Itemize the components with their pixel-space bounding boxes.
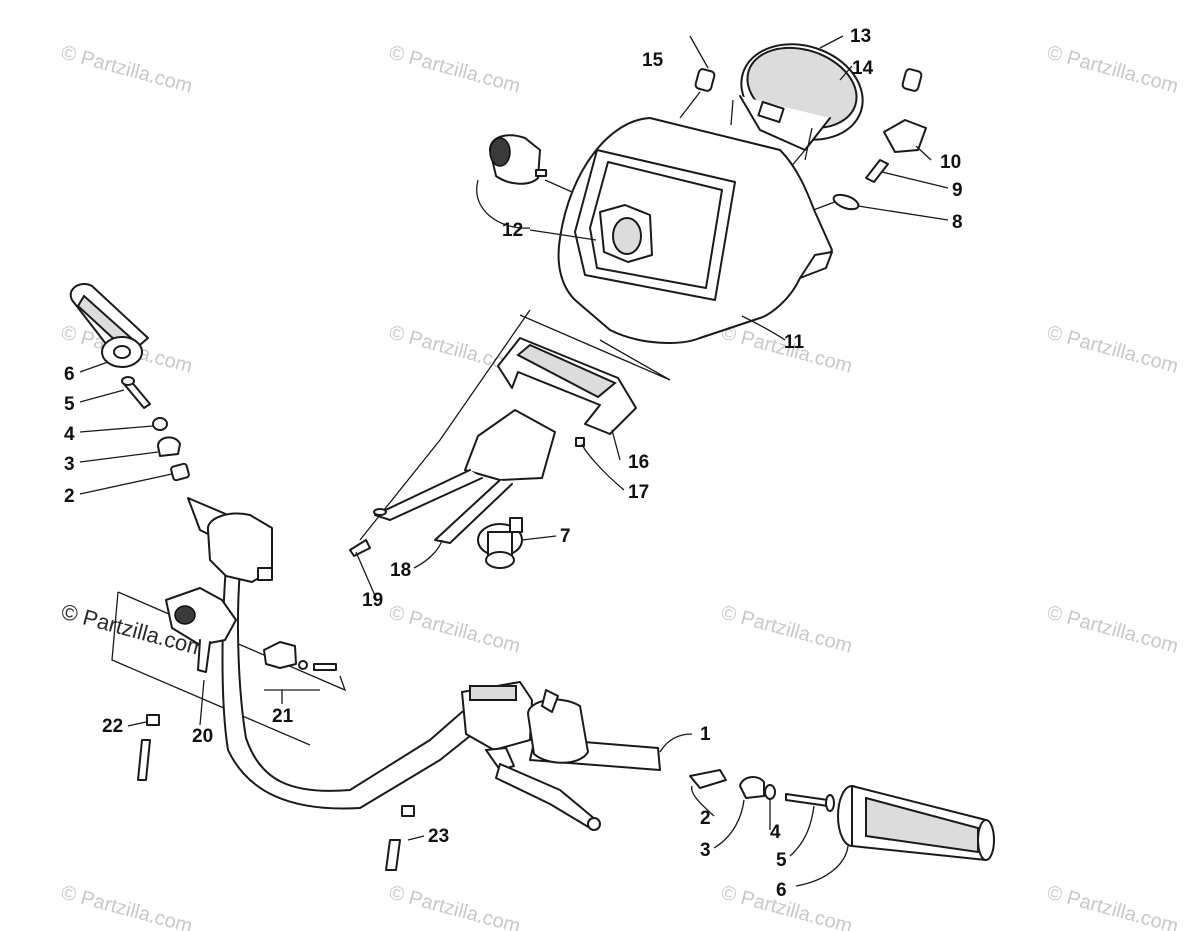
callout-16: 16	[628, 452, 649, 473]
callout-9: 9	[952, 180, 963, 201]
callout-17: 17	[628, 482, 649, 503]
watermark: © Partzilla.com	[387, 602, 523, 658]
callout-22: 22	[102, 716, 123, 737]
instrument-pod	[557, 117, 833, 344]
indicator-light-left	[694, 68, 716, 92]
right-bolt	[785, 793, 835, 812]
callout-6-left: 6	[64, 364, 75, 385]
callout-10: 10	[940, 152, 961, 173]
callout-5-right: 5	[776, 850, 787, 871]
callout-4-left: 4	[64, 424, 75, 445]
assembly-lines	[111, 91, 841, 746]
watermark: © Partzilla.com	[387, 42, 523, 98]
left-plug	[170, 462, 190, 482]
gauge-bezel	[497, 337, 637, 435]
ignition-switch	[477, 517, 523, 569]
indicator-light-right	[901, 68, 923, 92]
left-bar-end	[157, 436, 181, 457]
handlebar-clamp	[263, 641, 337, 671]
callout-8: 8	[952, 212, 963, 233]
callout-2-right: 2	[700, 808, 711, 829]
callout-2-left: 2	[64, 486, 75, 507]
callout-labels: 1 2 2 3 3 4 4 5 5 6 6 7 8 9 10 11 12 13 …	[64, 26, 963, 901]
callout-23: 23	[428, 826, 449, 847]
connector-23	[385, 805, 415, 871]
connector-22	[137, 714, 160, 781]
watermark: © Partzilla.com	[59, 42, 195, 98]
callout-7: 7	[560, 526, 571, 547]
callout-13: 13	[850, 26, 871, 47]
watermark: © Partzilla.com	[719, 882, 855, 931]
watermark: © Partzilla.com	[1045, 322, 1181, 378]
handlebar	[221, 565, 661, 810]
mounting-bracket	[373, 409, 556, 544]
callout-20: 20	[192, 726, 213, 747]
right-plug	[689, 769, 727, 789]
right-switch-housing	[527, 689, 589, 764]
callout-5-left: 5	[64, 394, 75, 415]
callout-3-left: 3	[64, 454, 75, 475]
callout-18: 18	[390, 560, 411, 581]
callout-11: 11	[784, 332, 805, 353]
switch-washer	[832, 193, 860, 211]
callout-15: 15	[642, 50, 664, 71]
right-bar-end	[739, 776, 765, 799]
left-grip	[69, 282, 149, 368]
callout-12: 12	[502, 220, 523, 241]
callout-19: 19	[362, 590, 383, 611]
screw-19	[349, 539, 371, 557]
callout-leaders	[79, 35, 949, 887]
switch-cap	[883, 119, 927, 153]
callout-6-right: 6	[776, 880, 787, 901]
watermark: © Partzilla.com	[1045, 602, 1181, 658]
watermark: © Partzilla.com	[1045, 882, 1181, 931]
callout-14: 14	[852, 58, 874, 79]
callout-3-right: 3	[700, 840, 711, 861]
speedometer	[730, 43, 864, 161]
watermark: © Partzilla.com	[387, 882, 523, 931]
right-washer	[764, 784, 776, 800]
power-outlet	[489, 134, 653, 263]
brake-lever	[495, 763, 601, 831]
watermark: © Partzilla.com	[59, 882, 195, 931]
small-nut	[575, 437, 585, 447]
callout-4-right: 4	[770, 822, 781, 843]
watermark: © Partzilla.com	[1045, 42, 1181, 98]
left-washer	[152, 417, 168, 431]
left-bolt	[121, 376, 151, 409]
left-switch-housing	[187, 497, 273, 583]
watermark: © Partzilla.com	[719, 602, 855, 658]
callout-1: 1	[700, 724, 711, 745]
switch-stem	[865, 159, 889, 183]
callout-21: 21	[272, 706, 294, 727]
right-grip	[837, 785, 995, 861]
throttle-lever	[165, 587, 237, 673]
master-cylinder	[461, 681, 533, 771]
